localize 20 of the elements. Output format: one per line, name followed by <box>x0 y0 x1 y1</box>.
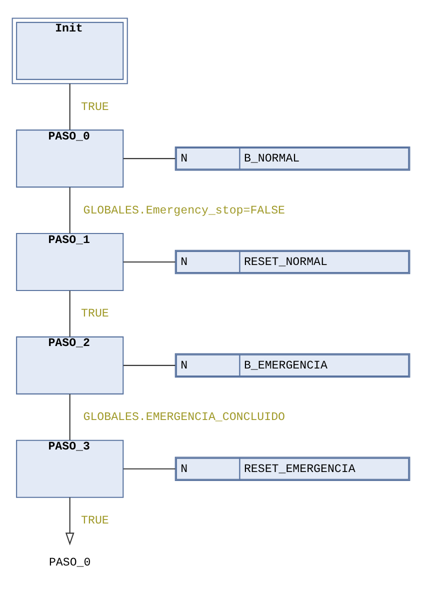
node-text: PASO_0 <box>48 556 91 570</box>
node-box: PASO_3 <box>16 439 124 498</box>
edge-label: GLOBALES.Emergency_stop=FALSE <box>83 204 286 217</box>
connector <box>123 468 176 469</box>
connector <box>69 186 70 233</box>
connector <box>123 158 176 159</box>
node-box: Init <box>12 17 128 84</box>
node-box: PASO_2 <box>16 336 124 394</box>
arrow <box>65 496 74 545</box>
connector <box>123 364 176 366</box>
edge-label: TRUE <box>81 100 109 114</box>
connector <box>123 260 176 262</box>
connector <box>69 290 70 336</box>
node-box: PASO_1 <box>16 232 124 291</box>
edge-label: GLOBALES.EMERGENCIA_CONCLUIDO <box>83 410 286 424</box>
edge-label: TRUE <box>81 514 109 528</box>
connector <box>69 83 70 130</box>
edge-label: TRUE <box>81 307 109 320</box>
node-box: PASO_0 <box>16 129 124 188</box>
connector <box>69 394 70 440</box>
